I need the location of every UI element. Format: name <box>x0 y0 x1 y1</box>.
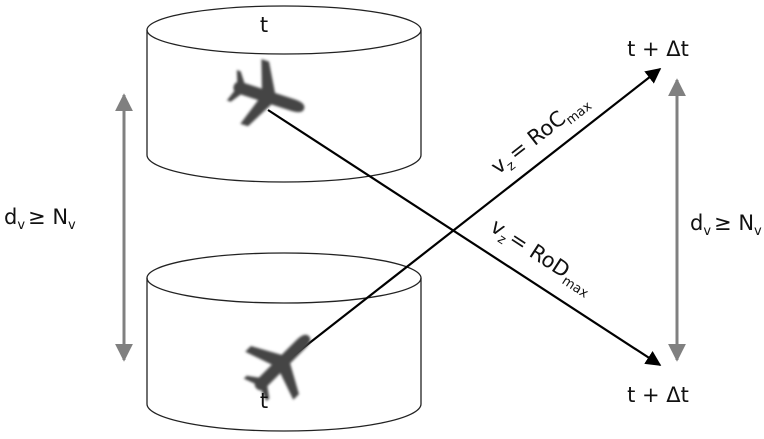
descent-eq: = RoD <box>505 226 574 283</box>
airplane-icon <box>226 59 305 127</box>
descent-path-arrow <box>267 109 662 366</box>
right-d: d <box>690 211 703 235</box>
descent-eq-sub: max <box>559 274 591 302</box>
left-d: d <box>4 205 17 229</box>
bottom-cylinder <box>146 252 422 432</box>
top-cylinder <box>146 5 422 183</box>
climb-eq: = RoC <box>504 106 570 165</box>
right-separation-label: dv≥ Nv <box>690 211 762 239</box>
left-n-sub: v <box>68 218 76 233</box>
bottom-cylinder-time-label: t <box>260 389 268 413</box>
climb-path-arrow <box>279 68 662 367</box>
right-n-sub: v <box>754 224 762 239</box>
endpoint-top-label: t + Δt <box>627 37 689 61</box>
left-separation-label: dv≥ Nv <box>4 205 76 233</box>
airplane-icon <box>243 334 311 402</box>
left-geq: ≥ N <box>28 205 68 229</box>
top-cylinder-lid <box>146 5 422 55</box>
right-geq: ≥ N <box>714 211 754 235</box>
left-d-sub: v <box>17 218 25 233</box>
top-cylinder-body <box>146 30 422 183</box>
bottom-cylinder-body <box>146 278 422 432</box>
bottom-cylinder-lid <box>146 252 422 304</box>
endpoint-bottom-label: t + Δt <box>627 383 689 407</box>
top-cylinder-time-label: t <box>260 13 268 37</box>
climb-rate-label: vz= RoCmax <box>486 88 595 182</box>
right-d-sub: v <box>703 224 711 239</box>
